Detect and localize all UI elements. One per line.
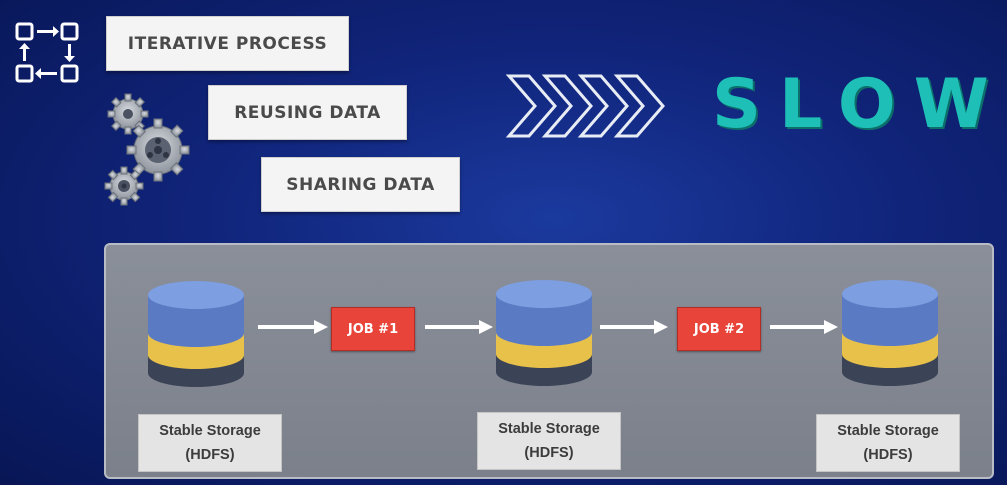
storage-title: Stable Storage	[837, 423, 939, 439]
reusing-data-label: Reusing Data	[208, 85, 407, 140]
iterative-process-label: Iterative Process	[106, 16, 349, 71]
database-icon	[842, 280, 938, 386]
storage-title: Stable Storage	[498, 421, 600, 437]
job-2-box: JOB #2	[677, 307, 761, 351]
storage-subtitle: (HDFS)	[185, 447, 235, 463]
sharing-data-label: Sharing Data	[261, 157, 460, 212]
chevron-arrows-icon	[505, 74, 665, 138]
storage-title: Stable Storage	[159, 423, 261, 439]
arrow-right-icon	[258, 320, 328, 334]
arrow-right-icon	[770, 320, 838, 334]
stable-storage-label-2: Stable Storage (HDFS)	[477, 412, 621, 470]
storage-subtitle: (HDFS)	[863, 447, 913, 463]
job-1-box: JOB #1	[331, 307, 415, 351]
stable-storage-label-3: Stable Storage (HDFS)	[816, 414, 960, 472]
database-icon	[496, 280, 592, 386]
stable-storage-label-1: Stable Storage (HDFS)	[138, 414, 282, 472]
slow-headline: SLOW	[712, 65, 1007, 144]
gears-icon	[104, 93, 190, 206]
database-icon	[148, 281, 244, 387]
storage-subtitle: (HDFS)	[524, 445, 574, 461]
arrow-right-icon	[600, 320, 668, 334]
process-flow-icon	[15, 22, 79, 83]
arrow-right-icon	[425, 320, 493, 334]
